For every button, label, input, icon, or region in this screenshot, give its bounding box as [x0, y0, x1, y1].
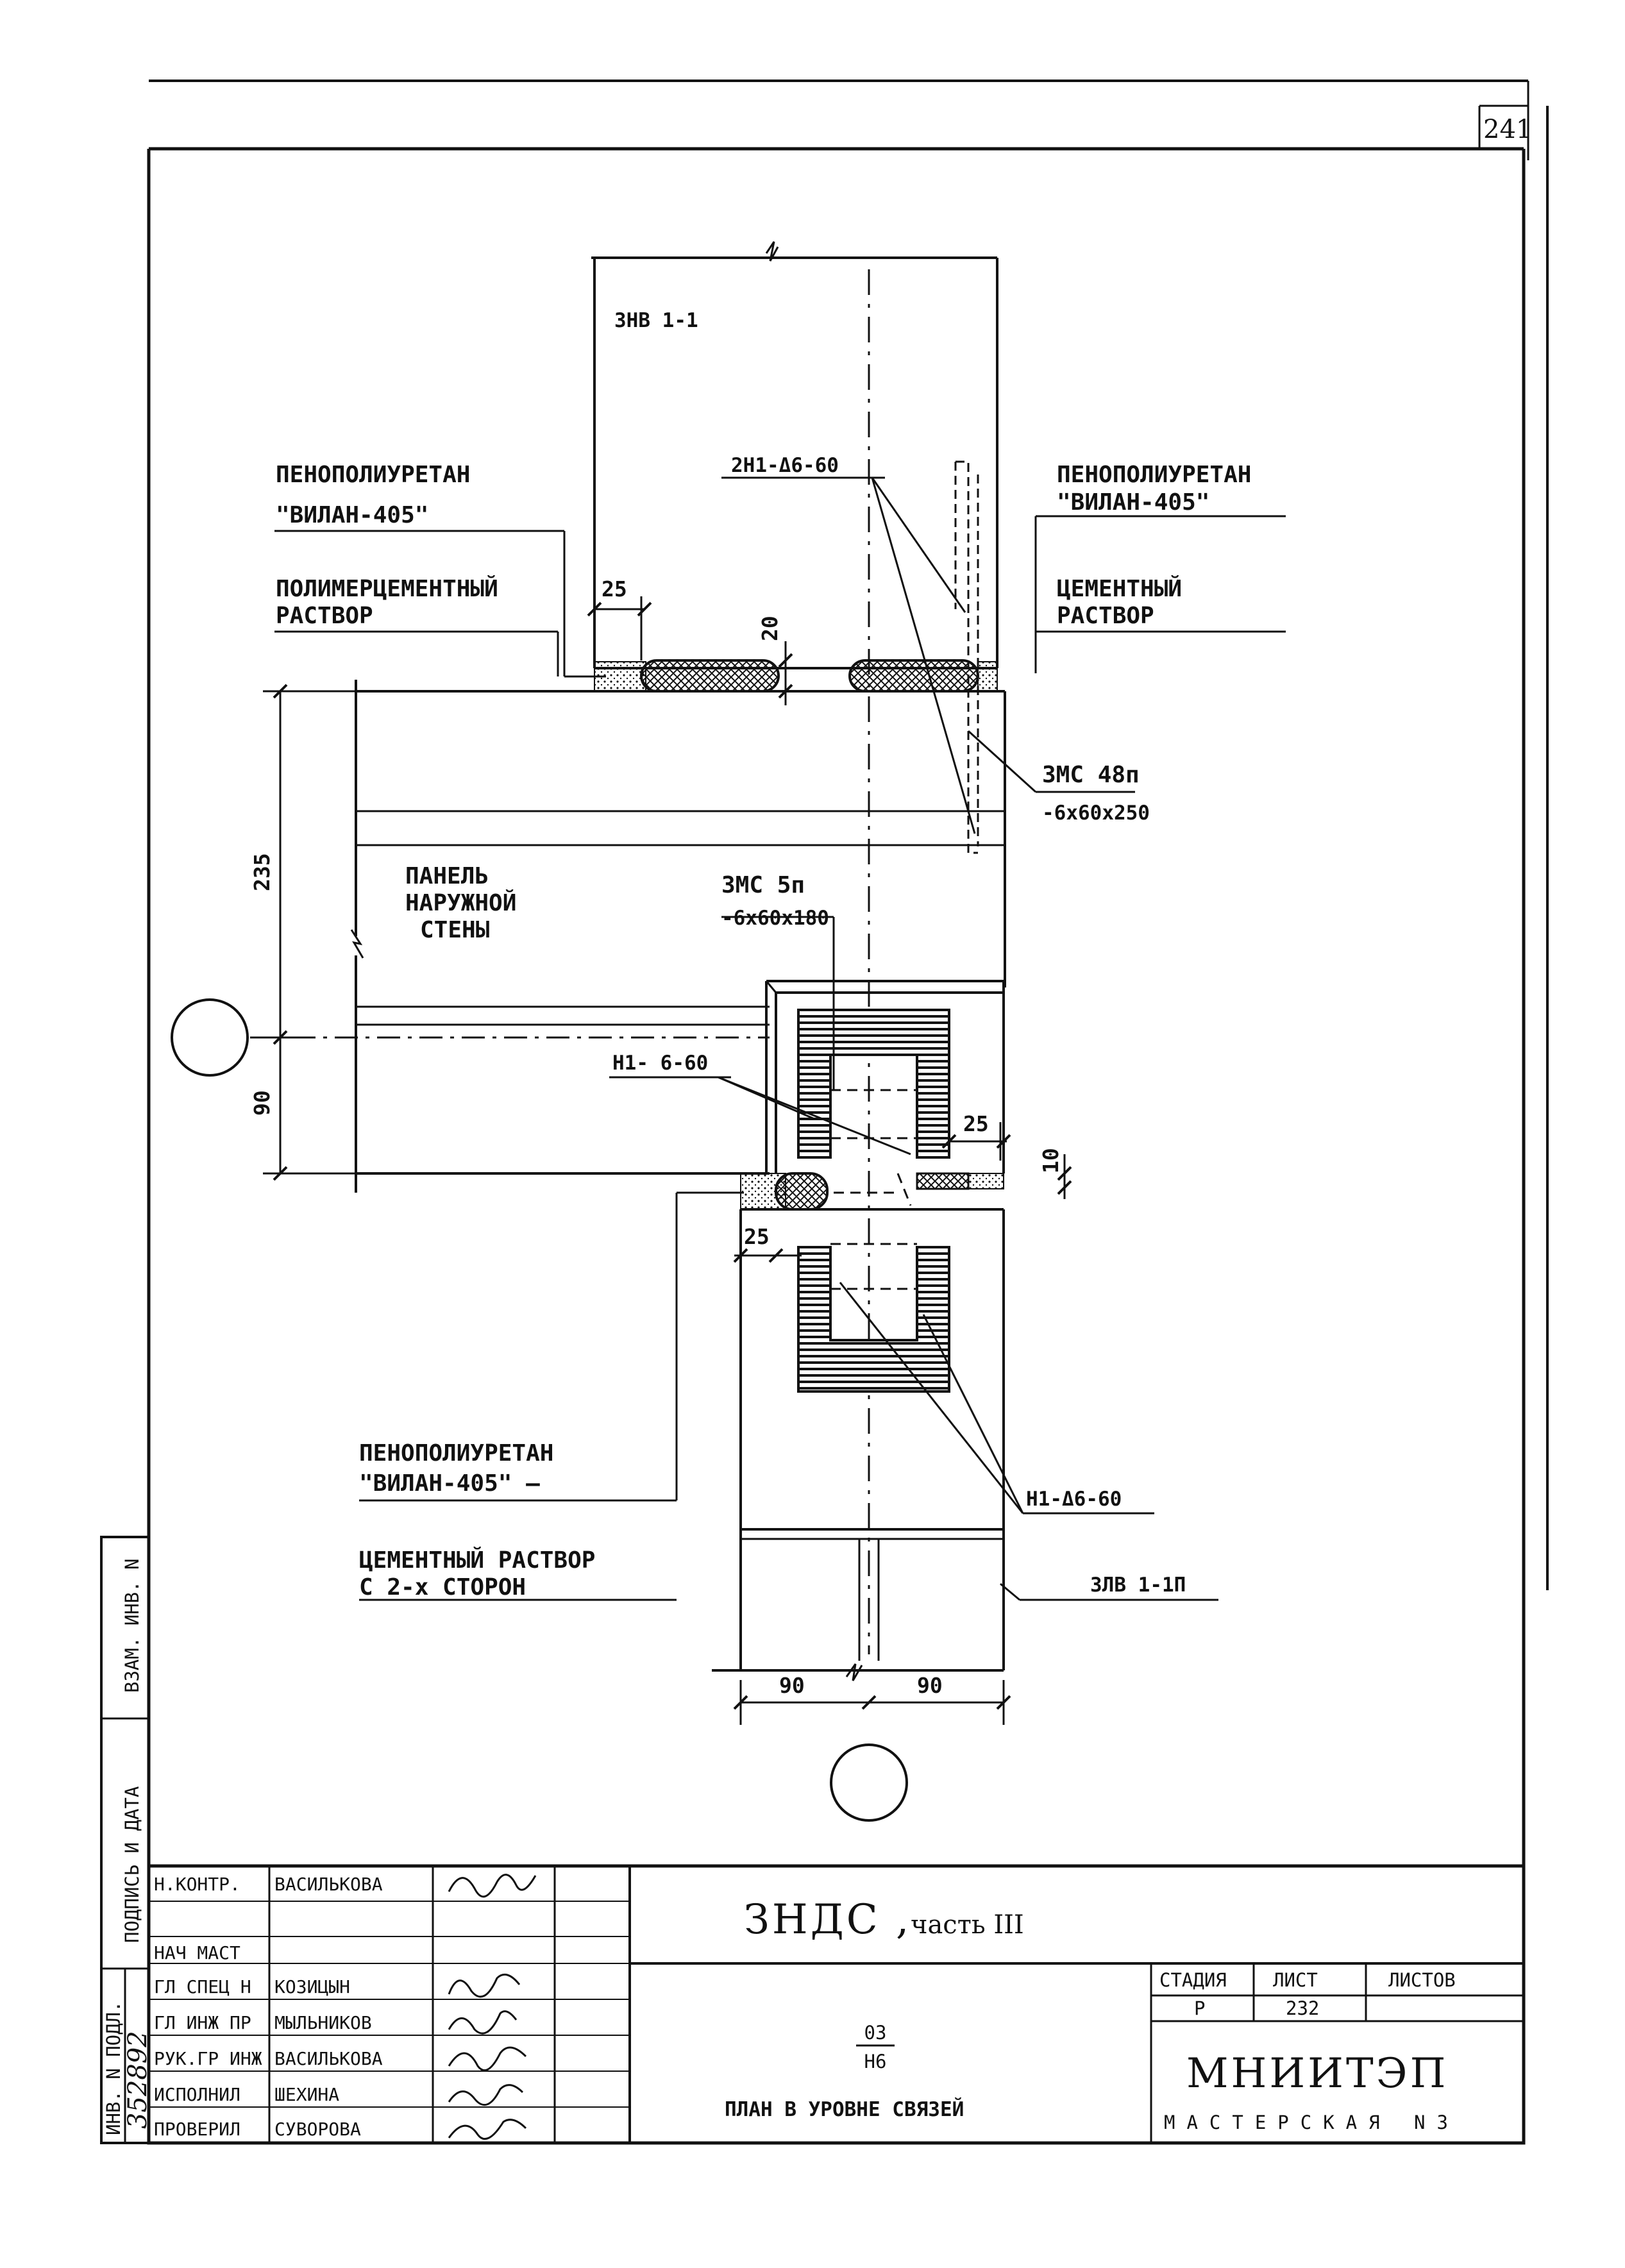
- label-ppu-right-2: "ВИЛАН-405": [1057, 489, 1209, 516]
- joint-assembly: [712, 980, 1005, 1681]
- signature-scribbles: [448, 1874, 537, 2140]
- label-zms48: 3МС 48п: [1042, 762, 1140, 788]
- section-label: 3НВ 1-1: [614, 309, 698, 332]
- dim-90-a: 90: [779, 1673, 805, 1698]
- tb-role-6: ИСПОЛНИЛ: [154, 2084, 240, 2105]
- stage-value: Р: [1194, 1997, 1205, 2019]
- sheet-value: 232: [1286, 1997, 1319, 2019]
- tb-name-6: ШЕХИНА: [274, 2084, 339, 2105]
- sheet-header: ЛИСТ: [1273, 1969, 1318, 1991]
- tb-name-0: ВАСИЛЬКОВА: [274, 1874, 383, 1895]
- sheet-title: ПЛАН В УРОВНЕ СВЯЗЕЙ: [725, 2098, 964, 2121]
- stage-header: СТАДИЯ: [1159, 1969, 1227, 1991]
- workshop-name: МАСТЕРСКАЯ N3: [1164, 2112, 1460, 2133]
- label-ppu-right-1: ПЕНОПОЛИУРЕТАН: [1057, 462, 1251, 488]
- tb-name-5: ВАСИЛЬКОВА: [274, 2048, 383, 2069]
- label-pcr-1: ПОЛИМЕРЦЕМЕНТНЫЙ: [276, 575, 498, 602]
- label-cr-1: ЦЕМЕНТНЫЙ: [1057, 575, 1182, 602]
- side-stamp: [100, 1536, 150, 2144]
- dim-235: 235: [249, 853, 274, 891]
- label-panel-3: СТЕНЫ: [420, 917, 489, 943]
- tb-name-3: КОЗИЦЫН: [274, 1976, 350, 1997]
- label-weld-bot: Н1-Δ6-60: [1026, 1488, 1122, 1511]
- label-ppu-left-2: "ВИЛАН-405": [276, 502, 428, 528]
- label-ppu-left-1: ПЕНОПОЛИУРЕТАН: [276, 462, 470, 488]
- label-zms48-size: -6х60х250: [1042, 802, 1150, 825]
- axis-bubble-left: [171, 998, 249, 1077]
- org-name: МНИИТЭП: [1186, 2050, 1448, 2097]
- tb-role-2: НАЧ МАСТ: [154, 1942, 240, 1963]
- tb-name-7: СУВОРОВА: [274, 2119, 361, 2140]
- label-zms5-size: -6х60х180: [721, 907, 829, 930]
- axis-bubble-bottom: [830, 1743, 908, 1822]
- project-code: ЗНДС ,: [744, 1896, 911, 1944]
- label-pcr-2: РАСТВОР: [276, 603, 373, 629]
- dim-25-top: 25: [602, 576, 627, 601]
- dim-90-left: 90: [249, 1090, 274, 1116]
- tb-role-4: ГЛ ИНЖ ПР: [154, 2012, 251, 2033]
- tb-role-0: Н.КОНТР.: [154, 1874, 240, 1895]
- dim-10: 10: [1038, 1148, 1063, 1173]
- label-cr-2: РАСТВОР: [1057, 603, 1154, 629]
- label-zms5: 3МС 5п: [721, 872, 805, 898]
- label-cr-low-1: ЦЕМЕНТНЫЙ РАСТВОР: [359, 1547, 595, 1574]
- tb-name-4: МЫЛЬНИКОВ: [274, 2012, 372, 2033]
- tb-role-3: ГЛ СПЕЦ Н: [154, 1976, 251, 1997]
- title-block: [147, 1864, 1526, 2145]
- label-panel-1: ПАНЕЛЬ: [405, 863, 489, 889]
- wall-panel: [250, 680, 1006, 1193]
- side-label-podpis: ПОДПИСЬ И ДАТА: [121, 1786, 143, 1943]
- sheets-header: ЛИСТОВ: [1388, 1969, 1456, 1991]
- tb-role-7: ПРОВЕРИЛ: [154, 2119, 240, 2140]
- dim-25-mid: 25: [963, 1111, 989, 1136]
- sheet-frame: [147, 80, 1549, 2145]
- side-label-vzam: ВЗАМ. ИНВ. N: [121, 1558, 143, 1693]
- sheet-code-bottom: Н6: [864, 2051, 887, 2072]
- joint-layer: [594, 659, 998, 693]
- tb-role-5: РУК.ГР ИНЖ: [154, 2048, 262, 2069]
- project-part: часть III: [911, 1910, 1024, 1940]
- label-weld-top: 2Н1-Δ6-60: [731, 454, 839, 477]
- dim-25-low: 25: [744, 1224, 770, 1249]
- dimension-lines: [263, 596, 1072, 1725]
- label-zlv: 3ЛВ 1-1П: [1090, 1574, 1186, 1597]
- leader-lines: [274, 476, 1286, 1601]
- side-label-inv-podl: ИНВ. N ПОДЛ.: [103, 2001, 124, 2135]
- dim-20: 20: [757, 616, 782, 641]
- dim-90-b: 90: [917, 1673, 943, 1698]
- label-ppu-low-2: "ВИЛАН-405" –: [359, 1470, 540, 1497]
- label-cr-low-2: С 2-х СТОРОН: [359, 1574, 526, 1600]
- label-panel-2: НАРУЖНОЙ: [405, 889, 516, 916]
- sheet-code-top: 03: [864, 2022, 887, 2044]
- page-number: 241: [1483, 115, 1532, 144]
- label-weld-mid: Н1- 6-60: [612, 1052, 708, 1075]
- label-ppu-low-1: ПЕНОПОЛИУРЕТАН: [359, 1440, 553, 1466]
